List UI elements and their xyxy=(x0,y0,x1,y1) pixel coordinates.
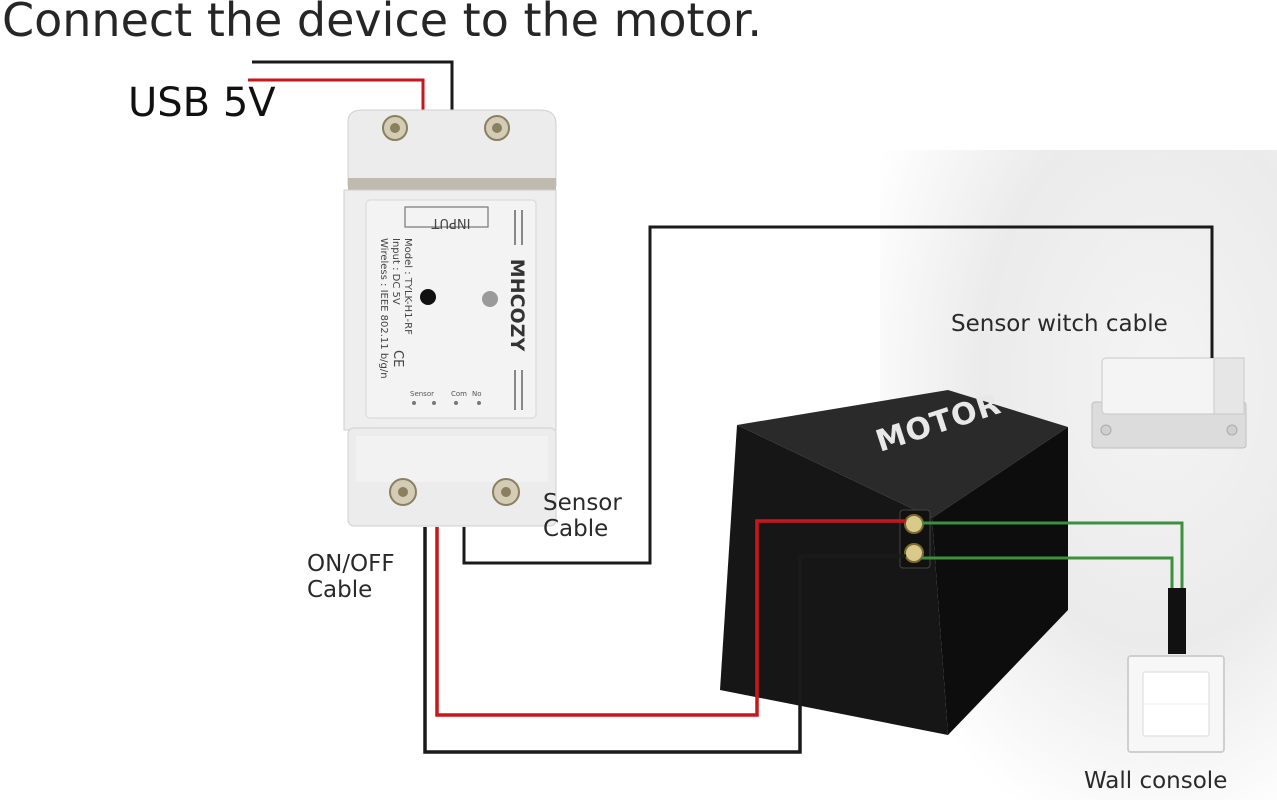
wall-cable-sleeve xyxy=(1168,588,1186,654)
device-brand: MHCOZY xyxy=(506,259,528,352)
device-wireless-line: Wireless : IEEE 802.11 b/g/n xyxy=(378,238,389,379)
device-terminal-sensor: Sensor xyxy=(410,390,434,398)
motor: MOTOR xyxy=(720,386,1068,735)
sensor-switch xyxy=(1091,357,1247,449)
onoff-wire-black xyxy=(423,527,906,754)
motor-terminal-2 xyxy=(904,543,924,563)
motor-terminal-1 xyxy=(904,514,924,534)
sensor-cable-label: Sensor Cable xyxy=(543,490,622,543)
device-input-tag: INPUT xyxy=(432,215,471,230)
device-terminal-no: No xyxy=(472,390,482,398)
sensor-loop-wire xyxy=(462,225,1214,565)
device-top-cap xyxy=(347,109,557,187)
device-led xyxy=(482,291,498,307)
device-input-line: Input : DC 5V xyxy=(390,238,401,305)
wall-wire-green-1 xyxy=(922,521,1184,590)
usb-5v-label: USB 5V xyxy=(128,80,276,126)
device-model-line: Model : TYLK-H1-RF xyxy=(402,238,413,335)
usb-power-wires xyxy=(248,60,454,112)
motor-top-face xyxy=(737,390,1068,518)
usb-wire-black xyxy=(252,60,454,112)
device-ce-mark: CE xyxy=(390,350,405,367)
onoff-cable-label: ON/OFF Cable xyxy=(307,551,395,604)
device-terminal-com: Com xyxy=(451,390,467,398)
onoff-wire-red xyxy=(435,519,906,717)
motor-front-face xyxy=(720,425,948,735)
usb-wire-red xyxy=(248,78,425,112)
device-button xyxy=(420,289,436,305)
motor-side-face xyxy=(932,427,1068,735)
wall-wire-green-2 xyxy=(922,556,1174,590)
device-panel xyxy=(365,199,537,419)
wall-console-label: Wall console xyxy=(1084,768,1228,794)
sensor-switch-cable-label: Sensor witch cable xyxy=(951,311,1168,337)
wall-console xyxy=(1127,655,1225,753)
device: INPUT MHCOZY Model : TYLK-H1-RF Input : … xyxy=(343,109,557,527)
page-title: Connect the device to the motor. xyxy=(2,0,763,47)
